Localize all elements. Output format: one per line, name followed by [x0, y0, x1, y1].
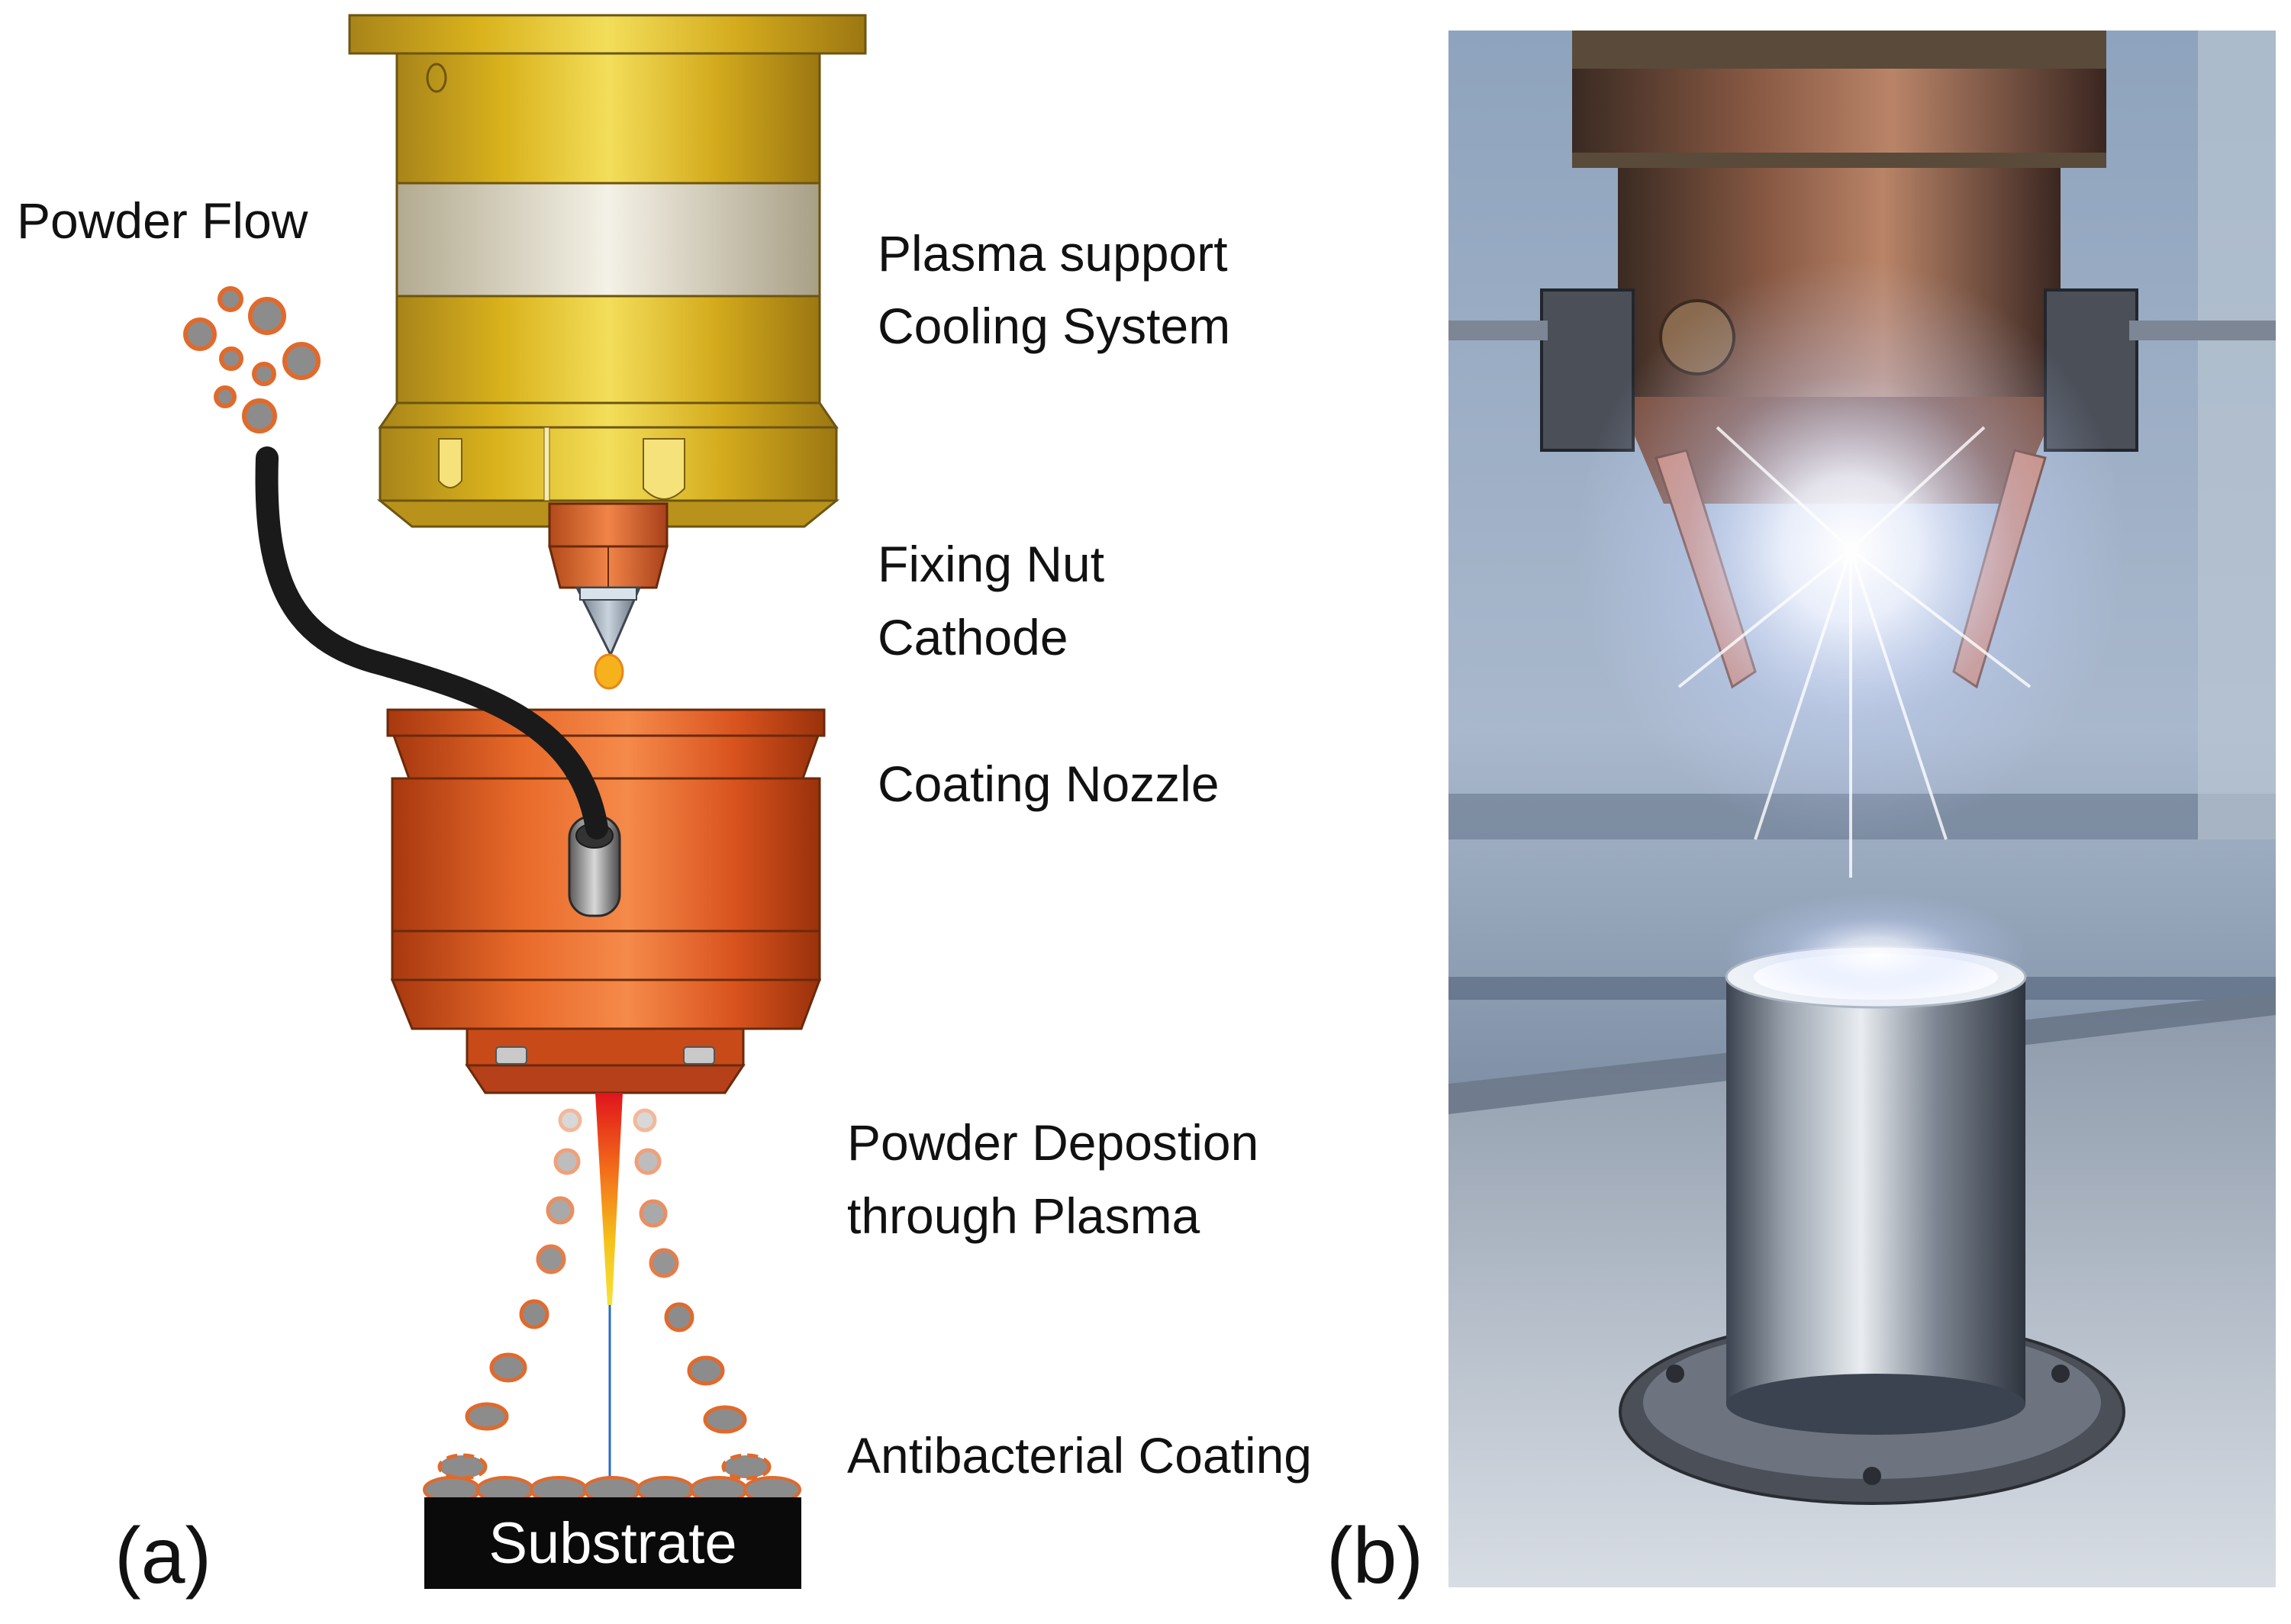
- panel-b-tag: (b): [1326, 1512, 1423, 1600]
- panel-a-tag: (a): [114, 1512, 211, 1600]
- substrate-block: [424, 1497, 801, 1589]
- fixing-nut: [548, 502, 669, 589]
- label-coating-nozzle: Coating Nozzle: [878, 756, 1220, 812]
- label-cathode: Cathode: [878, 609, 1068, 665]
- cooling-system-housing: [348, 14, 867, 528]
- arc-spark: [594, 653, 624, 690]
- label-fixing-nut: Fixing Nut: [878, 536, 1104, 592]
- label-antibacterial-coating: Antibacterial Coating: [847, 1427, 1312, 1484]
- coating-nozzle-body: [386, 708, 826, 1094]
- label-cooling-system: Cooling System: [878, 298, 1230, 354]
- label-plasma-support: Plasma support: [878, 225, 1228, 282]
- powder-particles-source: [183, 286, 321, 433]
- cathode-tip: [575, 586, 642, 690]
- plasma-jet: [595, 1093, 623, 1482]
- panel-a: Substrate Powder Flow Plasma support Coo…: [17, 14, 1312, 1600]
- label-powder-flow: Powder Flow: [17, 192, 308, 249]
- powder-particles-deposition: [437, 1108, 772, 1481]
- label-through-plasma: through Plasma: [847, 1187, 1200, 1244]
- substrate-label: Substrate: [488, 1511, 736, 1576]
- panel-b-photo: [1448, 31, 2276, 1587]
- label-powder-deposition: Powder Depostion: [847, 1114, 1258, 1171]
- powder-hose: [255, 446, 608, 839]
- antibacterial-coating-layer: [423, 1476, 801, 1503]
